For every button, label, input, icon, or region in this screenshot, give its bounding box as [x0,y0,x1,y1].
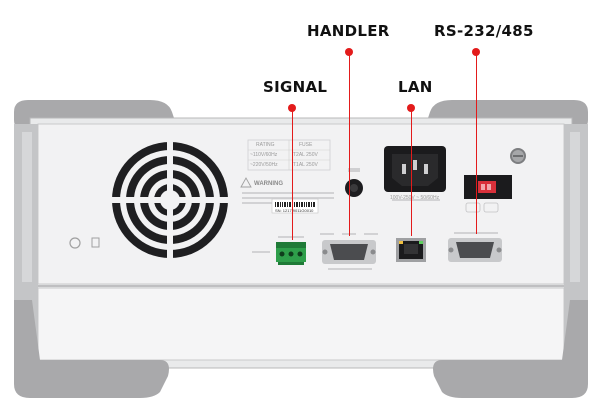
signal-terminal[interactable] [276,242,306,265]
rs232-connector[interactable] [448,238,502,262]
fan-grille [104,138,236,262]
lan-label: LAN [398,78,433,96]
power-inlet [384,146,446,192]
rs232-switch[interactable] [464,175,512,199]
serial-number: SN: 1217 9011G0010 [275,208,314,213]
handler-pointer-dot [345,48,353,56]
handler-label: HANDLER [307,22,390,40]
signal-label: SIGNAL [263,78,328,96]
rating-header: RATING [256,142,275,148]
rs232-label: RS-232/485 [434,22,534,40]
rating-fuse-1: T2AL 250V [293,152,318,158]
bin-symbol [91,237,100,248]
bottom-right-bumper [433,300,588,398]
ground-symbol [69,237,81,249]
rating-voltage-1: ~110V/60Hz [250,152,278,158]
rs232-pointer-dot [472,48,480,56]
lower-panel [37,287,565,361]
handler-connector[interactable] [322,240,376,264]
power-input-label: 100V-250V ~ 50/60Hz [390,195,440,201]
warning-text: WARNING [254,181,283,187]
fuse-header: FUSE [299,142,313,148]
rating-voltage-2: ~220V/50Hz [250,162,278,168]
lan-port[interactable] [396,238,426,262]
signal-pointer-dot [288,104,296,112]
warning-icon [240,177,252,188]
rating-fuse-2: T1AL 250V [293,162,318,168]
bottom-left-bumper [14,300,169,398]
lan-pointer-dot [407,104,415,112]
screw [510,148,526,164]
